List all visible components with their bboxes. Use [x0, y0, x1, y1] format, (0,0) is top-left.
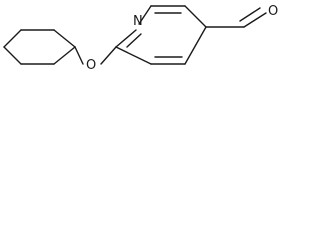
ether-linkage [74, 46, 117, 65]
pyridine-ring [115, 5, 207, 65]
bond [243, 12, 267, 28]
aldehyde-oxygen-label: O [268, 4, 278, 19]
bond [3, 46, 22, 65]
aldehyde-group [205, 7, 267, 28]
bond [100, 46, 117, 65]
bond [3, 29, 22, 48]
nitrogen-label: N [133, 14, 143, 29]
ether-oxygen-label: O [86, 58, 96, 73]
bond [239, 7, 261, 22]
bond [184, 26, 207, 65]
bond [53, 46, 76, 65]
bond [115, 46, 152, 65]
double-bond-inner [126, 33, 142, 48]
bond [74, 46, 84, 65]
bond [53, 29, 76, 48]
bond [115, 29, 137, 48]
bond [138, 5, 152, 25]
cyclohexane-ring [3, 29, 76, 65]
chemical-structure: N O O [3, 4, 278, 73]
bond [184, 5, 207, 28]
